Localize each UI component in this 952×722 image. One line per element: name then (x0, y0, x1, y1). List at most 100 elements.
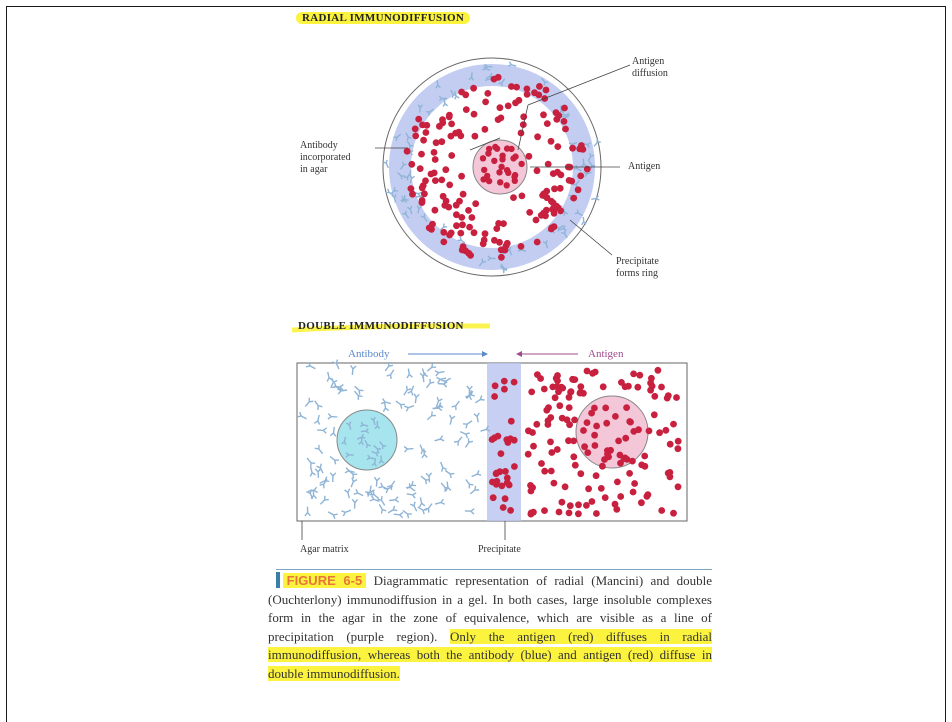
antibody-icon (444, 469, 455, 479)
antibody-icon (437, 381, 448, 388)
antibody-icon (314, 400, 323, 410)
antigen-dot (623, 404, 630, 411)
antibody-icon (453, 91, 460, 100)
antigen-dot (411, 125, 419, 133)
antibody-icon (484, 63, 493, 70)
antigen-dot (561, 483, 569, 491)
antigen-dot (457, 229, 465, 237)
antigen-dot (554, 377, 561, 385)
antibody-icon (475, 395, 485, 404)
antigen-dot (534, 371, 541, 378)
antigen-dot (662, 426, 670, 434)
antigen-dot (431, 206, 439, 214)
antigen-dot (629, 457, 636, 465)
antibody-icon (373, 444, 382, 453)
double-antibody-group (296, 359, 491, 520)
antibody-icon (341, 509, 352, 517)
antigen-dot (465, 207, 472, 214)
antigen-dot (445, 203, 453, 211)
antigen-dot (495, 220, 502, 227)
antigen-dot (605, 453, 612, 461)
antigen-dot (470, 84, 477, 92)
antigen-dot (618, 379, 625, 386)
antigen-dot (438, 138, 446, 146)
antigen-dot (485, 177, 493, 185)
antibody-icon (507, 61, 517, 67)
antibody-icon (378, 455, 385, 464)
antibody-icon (418, 497, 426, 508)
antigen-dot (629, 488, 637, 496)
antibody-icon (337, 388, 348, 395)
antibody-icon (378, 503, 387, 514)
antigen-dot (597, 485, 605, 492)
antigen-dot (459, 190, 467, 198)
antigen-dot (491, 157, 498, 164)
antibody-icon (385, 188, 394, 196)
antigen-dot (571, 461, 579, 469)
antigen-dot (544, 421, 552, 428)
antigen-dot (534, 133, 541, 141)
antibody-icon (359, 421, 369, 428)
antigen-dot (636, 371, 644, 379)
antigen-dot (428, 225, 435, 233)
antibody-icon (353, 390, 363, 400)
antigen-dot (503, 182, 510, 189)
antigen-dot (664, 392, 672, 399)
antigen-dot (457, 132, 465, 140)
antigen-dot (658, 507, 666, 514)
antibody-icon (561, 230, 568, 239)
antigen-dot (507, 417, 515, 425)
antigen-dot (432, 177, 439, 185)
antibody-icon (406, 492, 417, 499)
antibody-icon (403, 385, 412, 396)
antibody-icon (306, 457, 316, 467)
antigen-dot (507, 507, 514, 514)
antibody-icon (439, 461, 447, 472)
antigen-dot (643, 492, 651, 500)
antigen-dot (496, 104, 504, 112)
antigen-dot (510, 378, 518, 386)
antigen-dot (576, 389, 584, 397)
antibody-icon (480, 425, 491, 432)
label-antigen-arrow: Antigen (588, 348, 624, 360)
antigen-dot (579, 146, 587, 153)
antigen-dot (419, 121, 426, 129)
antigen-dot (508, 83, 515, 90)
antibody-icon (478, 258, 486, 267)
antigen-dot (540, 385, 548, 393)
double-antigen-group (488, 366, 682, 518)
antigen-dot (648, 374, 655, 382)
antibody-icon (417, 104, 424, 113)
antibody-icon (314, 468, 322, 478)
antibody-icon (420, 475, 430, 485)
antibody-icon (406, 480, 417, 490)
label-agar-matrix: Agar matrix (300, 544, 349, 555)
antigen-dot (504, 102, 512, 110)
antigen-dot (528, 388, 536, 396)
antigen-dot (432, 139, 440, 147)
antigen-dot (547, 137, 555, 145)
antibody-icon (453, 436, 463, 446)
antigen-dot (489, 478, 496, 486)
antigen-dot (452, 129, 459, 137)
label-antigen: Antigen (628, 161, 661, 172)
antibody-icon (434, 498, 445, 505)
antibody-icon (409, 501, 418, 512)
antibody-icon (369, 495, 380, 503)
antigen-dot (612, 413, 619, 420)
antigen-dot (442, 166, 450, 174)
antigen-dot (617, 459, 624, 467)
antibody-icon (462, 420, 473, 429)
antigen-dot (630, 370, 637, 378)
antigen-dot (599, 383, 607, 391)
antigen-dot (503, 145, 511, 152)
antibody-icon (581, 216, 587, 226)
antigen-dot (593, 510, 600, 517)
antibody-icon (341, 436, 347, 446)
antigen-dot (491, 382, 499, 390)
antigen-dot (591, 442, 599, 449)
antibody-icon (572, 179, 580, 188)
antibody-icon (591, 195, 600, 201)
antigen-dot (638, 499, 645, 507)
antigen-dot (497, 246, 505, 254)
